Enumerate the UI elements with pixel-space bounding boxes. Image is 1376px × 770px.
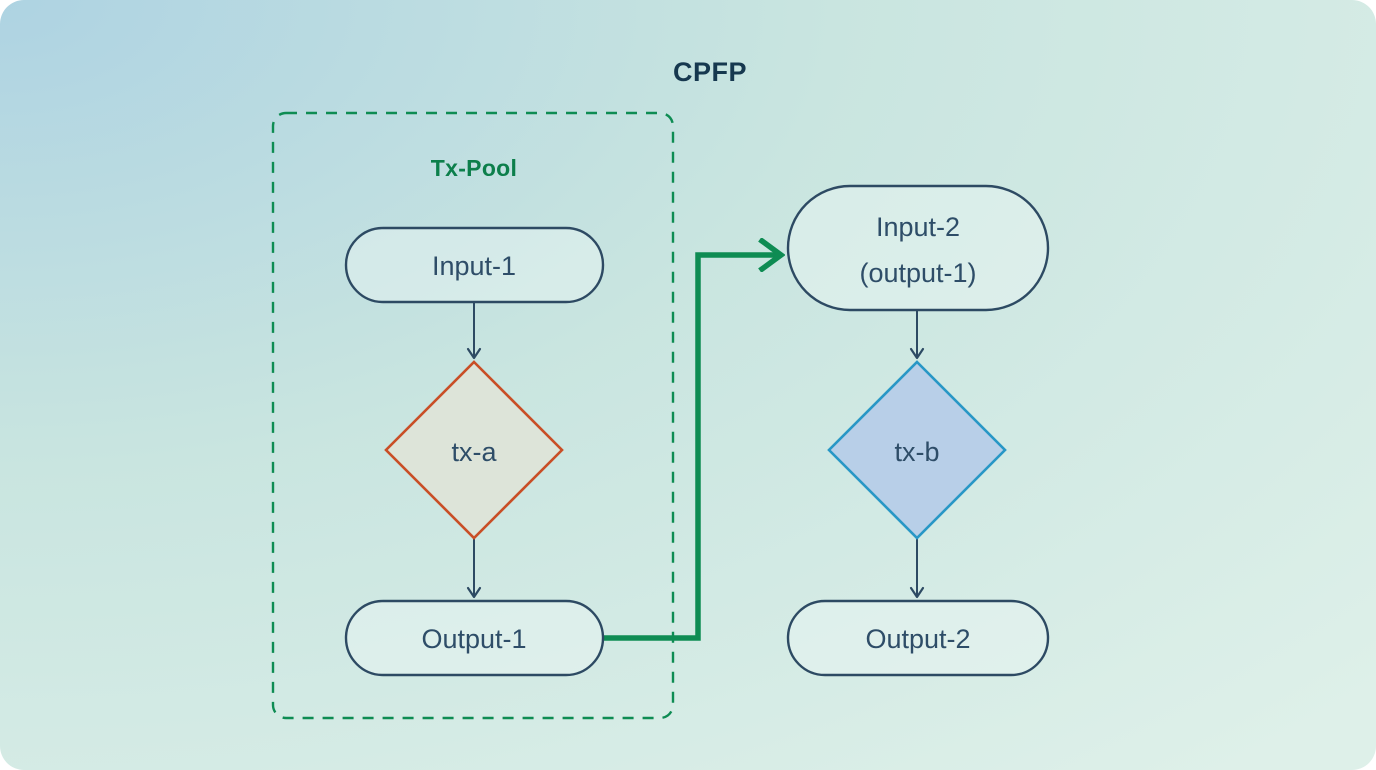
node-input-2-sublabel: (output-1) [859, 258, 976, 288]
node-input-2: Input-2 (output-1) [786, 184, 1050, 312]
edge-output1-to-input2-cpfp-link [604, 255, 781, 641]
page-title: CPFP [673, 57, 747, 87]
node-output-2-label: Output-2 [865, 624, 970, 654]
node-input-1: Input-1 [344, 226, 605, 304]
node-output-2-shape [786, 599, 1050, 677]
node-output-2: Output-2 [786, 599, 1050, 677]
node-input-1-label: Input-1 [432, 251, 516, 281]
node-tx-b: tx-b [827, 360, 1007, 540]
node-tx-a-label: tx-a [451, 437, 497, 467]
txpool-boundary [271, 111, 675, 720]
node-output-1: Output-1 [344, 599, 605, 677]
node-input-2-label: Input-2 [876, 212, 960, 242]
node-tx-b-label: tx-b [894, 437, 939, 467]
node-input-1-shape [344, 226, 605, 304]
node-tx-b-shape [827, 360, 1007, 540]
node-input-2-shape [786, 184, 1050, 312]
node-output-1-label: Output-1 [421, 624, 526, 654]
edges [466, 255, 925, 641]
txpool-label: Tx-Pool [431, 155, 517, 181]
node-tx-a-shape [384, 360, 564, 540]
node-output-1-shape [344, 599, 605, 677]
node-tx-a: tx-a [384, 360, 564, 540]
txpool-group: Tx-Pool [271, 111, 675, 720]
